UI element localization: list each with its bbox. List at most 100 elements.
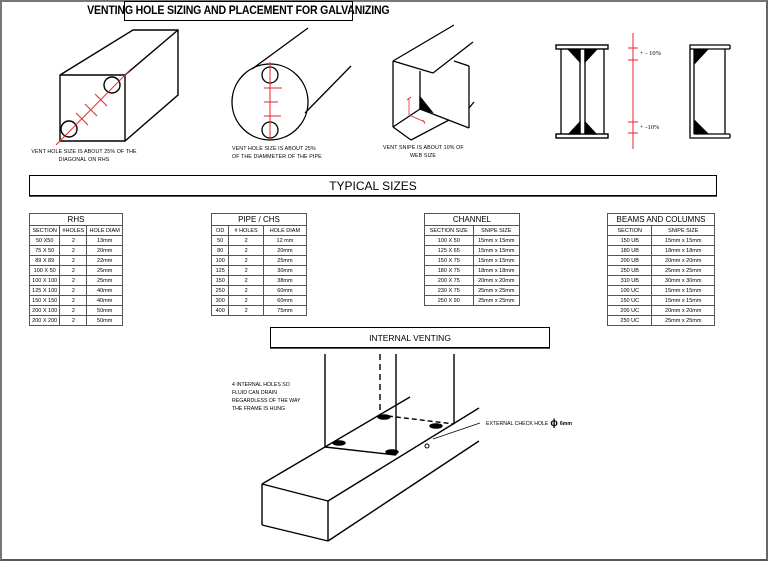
beams-table-title: BEAMS AND COLUMNS (607, 213, 715, 226)
table-cell: 60mm (262, 285, 308, 296)
table-cell: 50mm (86, 315, 123, 326)
table-cell: 80 (210, 245, 230, 256)
internal-hole (385, 449, 399, 455)
table-cell: 60mm (262, 295, 308, 306)
table-cell: 310 UB (606, 275, 653, 286)
channel-snipe-dimension (406, 96, 426, 125)
table-cell: 2 (228, 305, 264, 316)
table-cell: 20mm (86, 245, 123, 256)
external-check-hole-label: EXTERNAL CHECK HOLE ϕ 6mm (486, 418, 572, 429)
table-cell: 2 (59, 305, 88, 316)
table-cell: 13mm (86, 235, 123, 246)
table-cell: 200 UB (606, 255, 653, 266)
table-cell: 15mm x 15mm (472, 245, 521, 256)
table-cell: 125 (210, 265, 230, 276)
table-cell: 200 X 100 (28, 305, 61, 316)
table-cell: 200 X 200 (28, 315, 61, 326)
table-cell: 2 (228, 295, 264, 306)
table-cell: 100 (210, 255, 230, 266)
table-cell: 50 (210, 235, 230, 246)
table-cell: 18mm x 18mm (651, 245, 715, 256)
pipe-diameter-dimension (264, 62, 282, 140)
note-line: REGARDLESS OF THE WAY (232, 398, 301, 404)
ibeam-dimension (628, 33, 638, 149)
table-cell: 40mm (86, 295, 123, 306)
table-cell: 200 X 75 (424, 275, 474, 286)
column-header: SNIPE SIZE (651, 225, 715, 236)
column-header: SECTION SIZE (424, 225, 474, 236)
table-cell: 22mm (86, 255, 123, 266)
table-cell: 250 UC (606, 315, 653, 326)
table-cell: 230 X 75 (424, 285, 474, 296)
internal-holes-note: 4 INTERNAL HOLES SO FLUID CAN DRAIN REGA… (232, 381, 301, 413)
page-title: VENTING HOLE SIZING AND PLACEMENT FOR GA… (87, 1, 390, 21)
table-cell: 25mm (86, 275, 123, 286)
table-cell: 2 (228, 275, 264, 286)
channel-table: CHANNEL SECTION SIZE SNIPE SIZE 100 X 50… (424, 213, 521, 306)
table-cell: 25mm (262, 255, 308, 266)
column-header: SECTION (606, 225, 653, 236)
ibeam-snipe-bottom-left (567, 120, 581, 135)
column-header: HOLE DIAM (262, 225, 308, 236)
table-cell: 2 (228, 285, 264, 296)
table-cell: 150 X 150 (28, 295, 61, 306)
table-cell: 15mm x 15mm (472, 255, 521, 266)
channel-section-snipe-bottom (694, 119, 709, 134)
channel-caption-line1: VENT SNIPE IS ABOUT 10% OF (383, 145, 464, 151)
note-line: FLUID CAN DRAIN (232, 390, 277, 396)
table-cell: 25mm x 25mm (651, 265, 715, 276)
table-cell: 20mm (262, 245, 308, 256)
table-cell: 180 UB (606, 245, 653, 256)
column-header: # HOLES (228, 225, 264, 236)
internal-venting-heading: INTERNAL VENTING (270, 327, 550, 348)
table-cell: 125 X 65 (424, 245, 474, 256)
rhs-caption-line1: VENT HOLE SIZE IS ABOUT 25% OF THE (31, 149, 137, 155)
table-cell: 30mm x 30mm (651, 275, 715, 286)
column-header: SECTION (28, 225, 61, 236)
ibeam-snipe-bottom-right (584, 120, 598, 135)
rhs-vent-hole-top (103, 76, 121, 94)
table-cell: 2 (59, 265, 88, 276)
table-cell: 15mm x 15mm (651, 285, 715, 296)
check-hole-text: EXTERNAL CHECK HOLE (486, 421, 549, 427)
column-header: #HOLES (59, 225, 88, 236)
table-cell: 15mm x 15mm (651, 295, 715, 306)
table-cell: 25mm x 25mm (472, 295, 521, 306)
table-cell: 400 (210, 305, 230, 316)
table-cell: 15mm x 15mm (651, 235, 715, 246)
table-cell: 20mm x 20mm (651, 305, 715, 316)
diameter-icon: ϕ (550, 418, 558, 429)
column-header: HOLE DIAM (86, 225, 123, 236)
table-cell: 75 X 50 (28, 245, 61, 256)
table-cell: 180 X 75 (424, 265, 474, 276)
typical-sizes-heading-text: TYPICAL SIZES (329, 178, 417, 193)
table-cell: 250 X 90 (424, 295, 474, 306)
note-line: THE FRAME IS HUNG (232, 406, 286, 412)
ibeam-snipe-top-left (567, 49, 581, 64)
ibeam-diagram (555, 44, 609, 139)
table-cell: 20mm x 20mm (472, 275, 521, 286)
table-cell: 25mm x 25mm (651, 315, 715, 326)
table-cell: 30mm (262, 265, 308, 276)
channel-caption: VENT SNIPE IS ABOUT 10% OF WEB SIZE (383, 144, 464, 160)
